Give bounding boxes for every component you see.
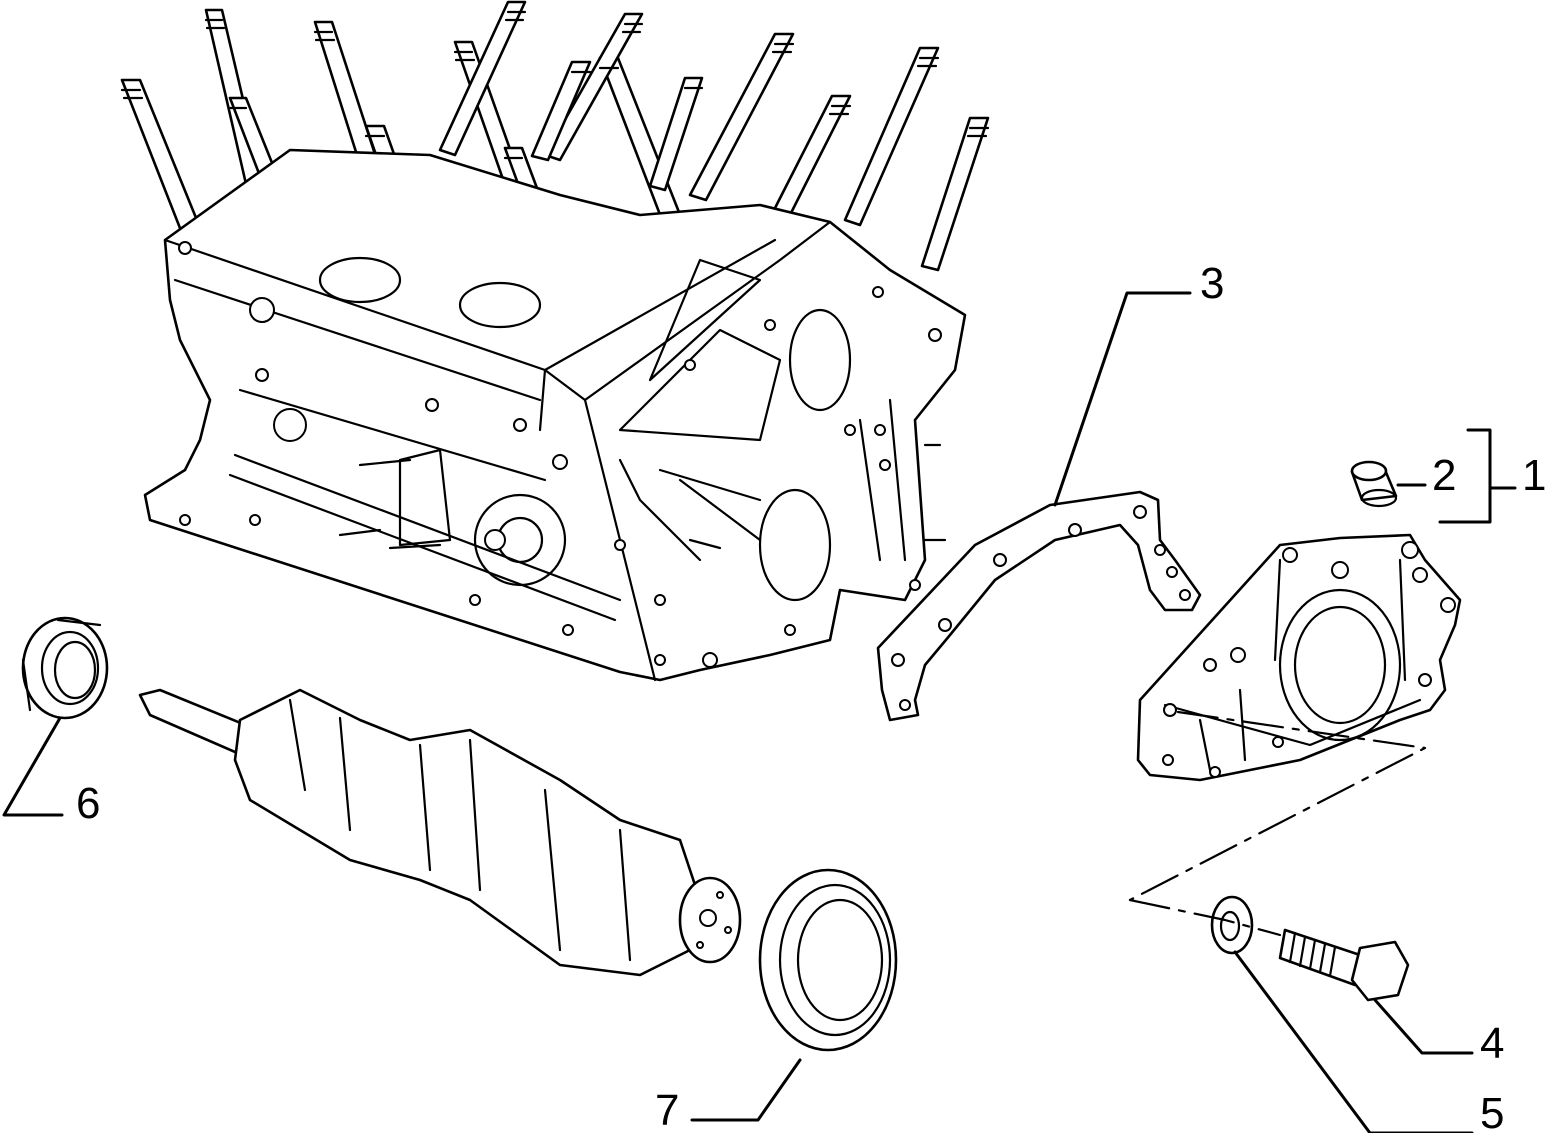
hex-bolt bbox=[1278, 928, 1410, 1002]
callout-label-3: 3 bbox=[1200, 259, 1224, 308]
leader-4 bbox=[1373, 998, 1474, 1055]
callout-leaders bbox=[2, 291, 1517, 1133]
dowel-sleeve bbox=[1350, 460, 1398, 508]
leader-3 bbox=[1053, 291, 1192, 507]
block-bolt-holes bbox=[178, 241, 942, 668]
engine-block bbox=[120, 0, 990, 682]
rear-seal-housing bbox=[1136, 533, 1462, 782]
leader-5 bbox=[1233, 950, 1474, 1133]
washer bbox=[1210, 895, 1254, 955]
rear-oil-seal bbox=[758, 868, 898, 1052]
callout-label-4: 4 bbox=[1480, 1019, 1504, 1068]
assembly-center-lines bbox=[1128, 710, 1427, 937]
crankshaft bbox=[138, 688, 742, 977]
leader-7 bbox=[690, 1058, 802, 1122]
block-casting bbox=[143, 148, 967, 682]
callout-label-2: 2 bbox=[1432, 451, 1456, 500]
front-oil-seal bbox=[21, 616, 109, 720]
callout-label-1: 1 bbox=[1522, 451, 1546, 500]
callout-labels: 1 2 3 4 5 6 7 bbox=[76, 259, 1546, 1133]
callout-label-5: 5 bbox=[1480, 1089, 1504, 1133]
leader-bracket-1 bbox=[1438, 428, 1517, 524]
leader-6 bbox=[2, 716, 64, 817]
callout-label-6: 6 bbox=[76, 779, 100, 828]
callout-label-7: 7 bbox=[655, 1086, 679, 1133]
rear-cover-gasket bbox=[876, 490, 1202, 722]
